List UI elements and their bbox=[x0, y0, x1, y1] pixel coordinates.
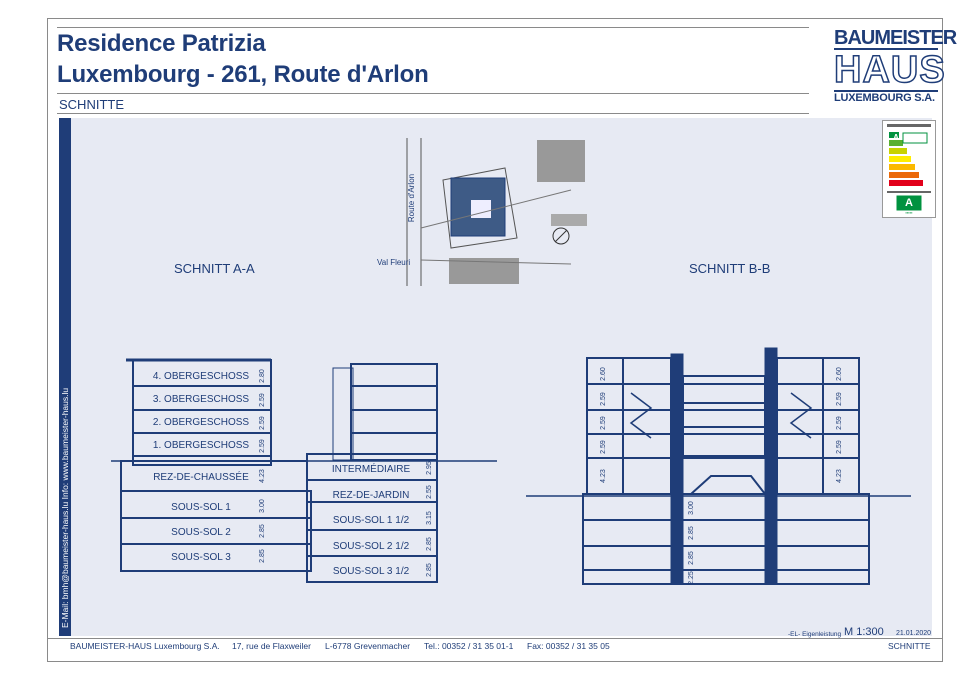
site-plan bbox=[406, 138, 587, 286]
dim-a-l-5: 3.00 bbox=[259, 499, 266, 513]
dim-b-m-1: 2.85 bbox=[688, 526, 695, 540]
section-a-floor-4: 4. OBERGESCHOSS bbox=[153, 371, 249, 382]
dim-a-l-3: 2.59 bbox=[259, 439, 266, 453]
section-b-building bbox=[526, 347, 911, 585]
section-a-basement-2: SOUS-SOL 2 bbox=[171, 527, 231, 538]
energy-class-2: A bbox=[897, 196, 921, 210]
section-a-basement-3-half: SOUS-SOL 3 1/2 bbox=[333, 566, 410, 577]
dim-b-l-4: 4.23 bbox=[600, 469, 607, 483]
header-rule-middle bbox=[57, 93, 809, 94]
footer-rule bbox=[47, 638, 943, 639]
energy-pass-badge: ▪▪▪▪▪ A A bbox=[882, 120, 936, 218]
section-a-basement-1-half: SOUS-SOL 1 1/2 bbox=[333, 515, 410, 526]
header-rule-top bbox=[57, 27, 809, 28]
footer-tel: Tel.: 00352 / 31 35 01-1 bbox=[424, 641, 514, 651]
dim-b-m-3: 2.25 bbox=[688, 571, 695, 585]
drawing-frame bbox=[47, 18, 943, 662]
dim-b-r-3: 2.59 bbox=[836, 440, 843, 454]
section-a-building bbox=[111, 358, 497, 583]
company-logo: BAUMEISTER HAUS LUXEMBOURG S.A. bbox=[833, 27, 957, 104]
dim-b-r-0: 2.60 bbox=[836, 367, 843, 381]
dim-a-l-0: 2.80 bbox=[259, 369, 266, 383]
street-val-fleuri: Val Fleuri bbox=[377, 258, 410, 267]
section-a-floor-2: 2. OBERGESCHOSS bbox=[153, 417, 249, 428]
dim-a-r-4: 2.85 bbox=[426, 563, 433, 577]
project-address: Luxembourg - 261, Route d'Arlon bbox=[57, 61, 429, 88]
footer-fax: Fax: 00352 / 31 35 05 bbox=[527, 641, 610, 651]
dim-b-l-0: 2.60 bbox=[600, 367, 607, 381]
footer-street: 17, rue de Flaxweiler bbox=[232, 641, 311, 651]
logo-line3: LUXEMBOURG S.A. bbox=[834, 90, 938, 104]
section-drawings: Route d'Arlon Val Fleuri SCHNITT A-A SCH… bbox=[111, 138, 911, 585]
section-a-basement-1: SOUS-SOL 1 bbox=[171, 502, 231, 513]
drawing-date: 21.01.2020 bbox=[896, 630, 932, 637]
dim-a-r-3: 2.85 bbox=[426, 537, 433, 551]
dim-b-r-2: 2.59 bbox=[836, 416, 843, 430]
dim-b-m-0: 3.00 bbox=[688, 501, 695, 515]
dim-a-r-0: 2.95 bbox=[426, 461, 433, 475]
street-route-d-arlon: Route d'Arlon bbox=[407, 174, 416, 222]
footer-section: SCHNITTE bbox=[888, 641, 931, 651]
project-title: Residence Patrizia bbox=[57, 30, 266, 57]
logo-line1: BAUMEISTER bbox=[834, 27, 957, 50]
section-a-intermediate: INTERMÉDIAIRE bbox=[332, 462, 411, 475]
dim-a-l-7: 2.85 bbox=[259, 549, 266, 563]
section-a-floor-3: 3. OBERGESCHOSS bbox=[153, 394, 249, 405]
dim-b-r-4: 4.23 bbox=[836, 469, 843, 483]
dim-b-m-2: 2.85 bbox=[688, 551, 695, 565]
dim-b-l-2: 2.59 bbox=[600, 416, 607, 430]
section-a-basement-2-half: SOUS-SOL 2 1/2 bbox=[333, 541, 410, 552]
section-b-title: SCHNITT B-B bbox=[689, 261, 770, 276]
dim-b-r-1: 2.59 bbox=[836, 392, 843, 406]
section-a-garden-level: REZ-DE-JARDIN bbox=[333, 490, 410, 501]
dim-b-l-3: 2.59 bbox=[600, 440, 607, 454]
dim-a-r-1: 2.55 bbox=[426, 485, 433, 499]
dim-b-l-1: 2.59 bbox=[600, 392, 607, 406]
energy-class-1: A bbox=[893, 133, 899, 142]
dim-a-r-2: 3.15 bbox=[426, 511, 433, 525]
contact-text: E-Mail: bmh@baumeister-haus.lu Info: www… bbox=[60, 387, 70, 628]
dim-a-l-6: 2.85 bbox=[259, 524, 266, 538]
svg-text:▪▪▪▪▪: ▪▪▪▪▪ bbox=[905, 210, 913, 215]
dim-a-l-4: 4.23 bbox=[259, 469, 266, 483]
scale-note: -EL- Eigenleistung bbox=[788, 631, 842, 638]
footer-city: L-6778 Grevenmacher bbox=[325, 641, 411, 651]
header-rule-bottom bbox=[57, 113, 809, 114]
section-a-floor-1: 1. OBERGESCHOSS bbox=[153, 440, 249, 451]
section-a-ground-floor: REZ-DE-CHAUSSÉE bbox=[153, 470, 249, 483]
dim-a-l-2: 2.59 bbox=[259, 416, 266, 430]
drawing-area: Route d'Arlon Val Fleuri SCHNITT A-A SCH… bbox=[71, 118, 932, 641]
scale-value: M 1:300 bbox=[844, 626, 884, 638]
energy-bars-icon: ▪▪▪▪▪ bbox=[887, 124, 931, 215]
logo-line2: HAUS bbox=[833, 49, 946, 91]
section-label: SCHNITTE bbox=[59, 97, 124, 112]
section-a-basement-3: SOUS-SOL 3 bbox=[171, 552, 231, 563]
dim-a-l-1: 2.59 bbox=[259, 393, 266, 407]
contact-sidebar bbox=[59, 118, 71, 636]
footer-company: BAUMEISTER-HAUS Luxembourg S.A. bbox=[70, 641, 220, 651]
section-a-title: SCHNITT A-A bbox=[174, 261, 255, 276]
